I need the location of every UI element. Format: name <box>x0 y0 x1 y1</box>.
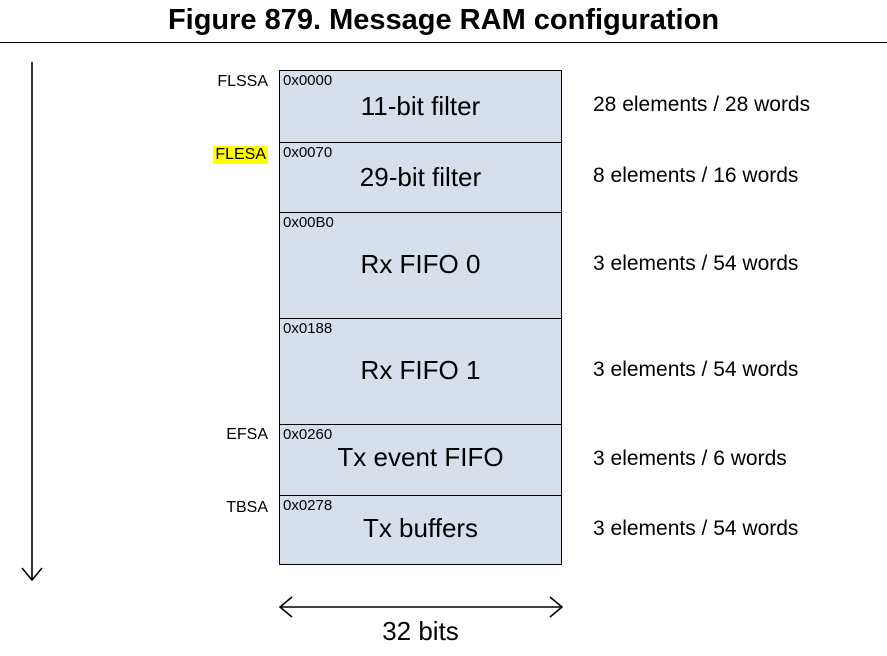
ram-block-29bit-filter: 0x0070 29-bit filter <box>279 142 562 212</box>
block-description: 8 elements / 16 words <box>593 164 799 187</box>
figure-title: Figure 879. Message RAM configuration <box>167 4 720 36</box>
block-label-flesa: FLESA <box>213 146 268 164</box>
block-name: 11-bit filter <box>360 91 481 121</box>
ram-block-11bit-filter: 0x0000 11-bit filter <box>279 70 562 142</box>
ram-block-rx-fifo-0: 0x00B0 Rx FIFO 0 <box>279 212 562 318</box>
block-label-flssa: FLSSA <box>217 73 268 90</box>
address-direction-arrow <box>21 62 43 582</box>
block-name: Rx FIFO 1 <box>360 355 481 385</box>
title-rule <box>0 42 887 43</box>
block-description: 3 elements / 54 words <box>593 252 799 275</box>
ram-block-tx-event-fifo: 0x0260 Tx event FIFO <box>279 424 562 495</box>
block-address: 0x0260 <box>283 426 333 443</box>
block-name: Rx FIFO 0 <box>360 249 481 279</box>
ram-block-tx-buffers: 0x0278 Tx buffers <box>279 495 562 565</box>
ram-block-rx-fifo-1: 0x0188 Rx FIFO 1 <box>279 318 562 424</box>
block-address: 0x0070 <box>283 144 333 161</box>
width-double-arrow <box>278 596 564 618</box>
block-description: 3 elements / 54 words <box>593 517 799 540</box>
block-address: 0x0278 <box>283 497 333 514</box>
block-address: 0x00B0 <box>283 214 334 231</box>
width-label: 32 bits <box>382 616 459 646</box>
block-address: 0x0188 <box>283 320 333 337</box>
block-name: Tx buffers <box>362 513 479 543</box>
block-address: 0x0000 <box>283 72 333 89</box>
block-description: 28 elements / 28 words <box>593 93 811 116</box>
block-label-tbsa: TBSA <box>226 499 268 516</box>
block-description: 3 elements / 54 words <box>593 358 799 381</box>
block-description: 3 elements / 6 words <box>593 447 787 470</box>
block-name: Tx event FIFO <box>337 442 504 472</box>
block-name: 29-bit filter <box>359 162 482 192</box>
block-label-efsa: EFSA <box>226 426 268 443</box>
